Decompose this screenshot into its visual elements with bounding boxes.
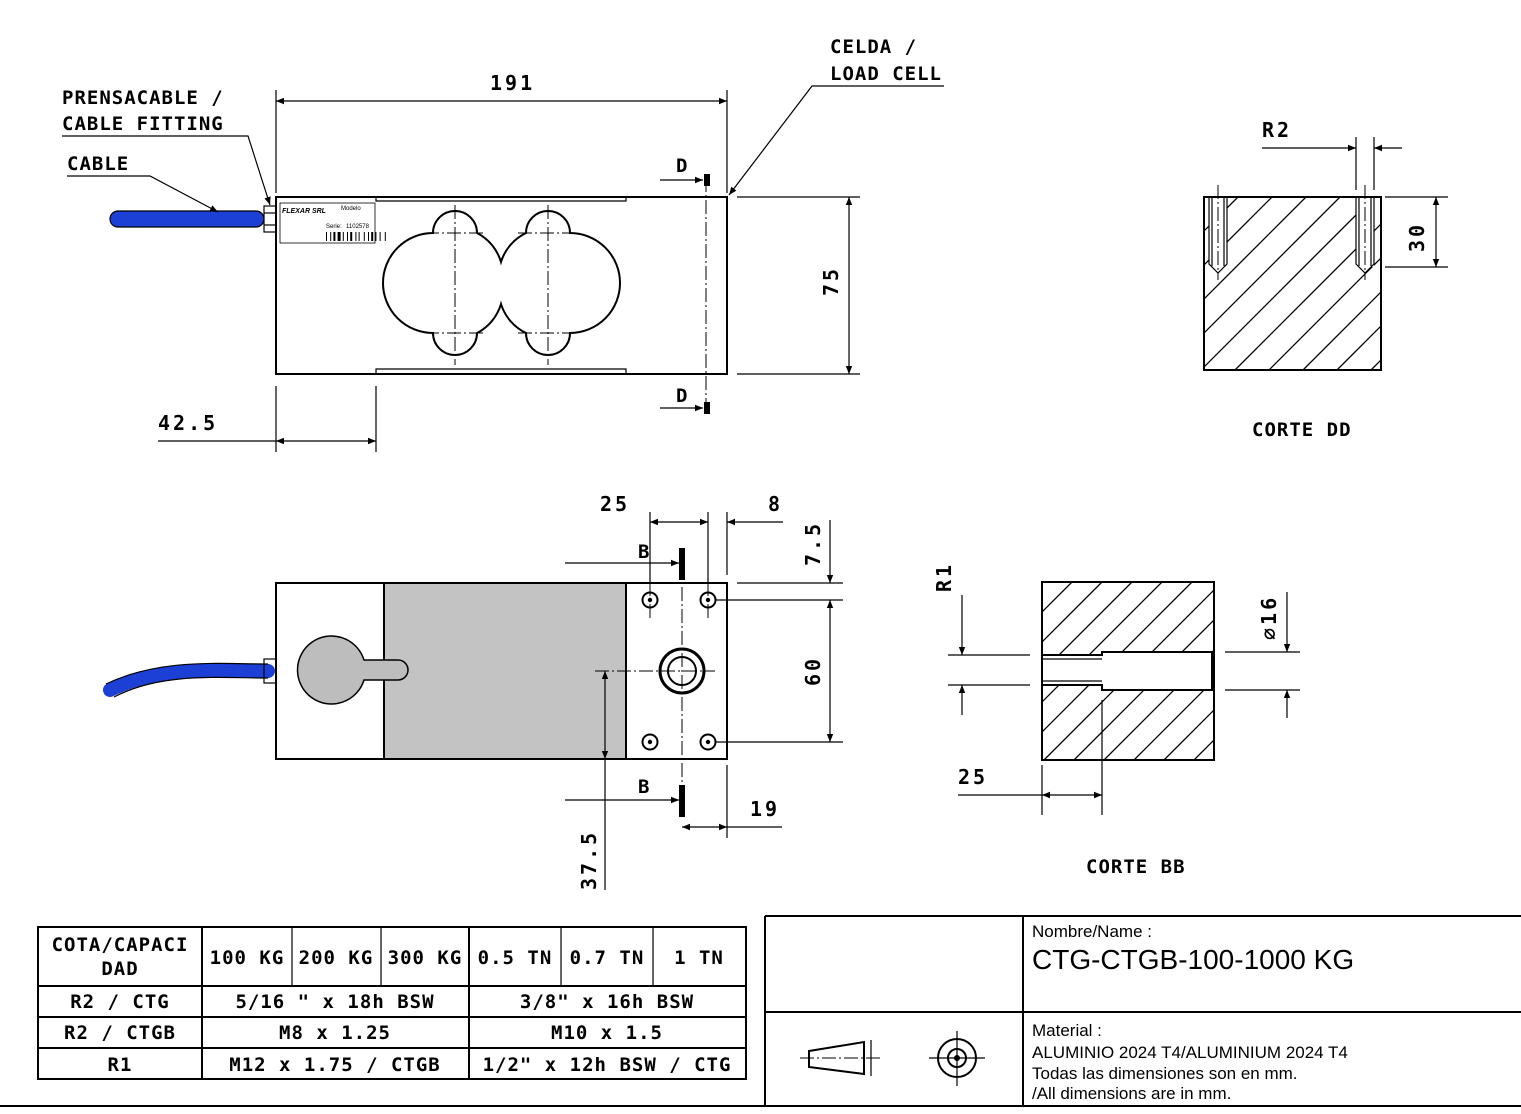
part-name: CTG-CTGB-100-1000 KG [1032,944,1354,975]
table-header-label: COTA/CAPACI [52,934,189,956]
dimensions-note-es: Todas las dimensiones son en mm. [1032,1064,1298,1083]
dim-center-37-5: 37.5 [577,830,601,890]
label-plate: FLEXAR SRL Modelo Serie: 1102578 [279,202,386,244]
bb-through-hole [1042,651,1213,691]
table-header-label: DAD [101,958,138,980]
cover-plate [383,582,627,760]
dim-r1: R1 [932,562,956,592]
dim-edge-7-5: 7.5 [801,521,825,566]
plate-serial: 1102578 [346,224,370,230]
title-block: Nombre/Name : CTG-CTGB-100-1000 KG Mater… [0,915,1521,1107]
label-cable-fitting-es: PRENSACABLE / [62,87,224,109]
label-cable-fitting-en: CABLE FITTING [62,113,224,135]
table-row-label: R2 / CTG [70,991,170,1013]
table-header-capacity: 300 KG [388,947,463,969]
section-b-top-label: B [638,541,650,563]
table-cell-small-capacity: M12 x 1.75 / CTGB [229,1054,440,1076]
label-load-cell-en: LOAD CELL [830,63,942,85]
table-cell-large-capacity: 3/8" x 16h BSW [520,991,694,1013]
cable-fitting-top-view [263,658,277,684]
table-cell-small-capacity: 5/16 " x 18h BSW [235,991,434,1013]
cable-top-view [103,663,275,697]
section-bb-block [1041,581,1215,761]
label-cable: CABLE [67,153,129,175]
section-bb-view: R1 ∅16 25 CORTE BB [932,562,1300,878]
plate-modelo: Modelo [341,206,361,212]
table-cell-large-capacity: 1/2" x 12h BSW / CTG [483,1054,732,1076]
material-value: ALUMINIO 2024 T4/ALUMINIUM 2024 T4 [1032,1043,1348,1062]
plate-brand: FLEXAR SRL [282,208,326,215]
cable-fitting [263,205,277,233]
label-load-cell-es: CELDA / [830,36,917,58]
dim-length-191: 191 [490,71,535,95]
barcode [326,232,386,241]
bottom-strain-plate [375,368,627,374]
dim-edge-8: 8 [768,492,783,516]
keyhole-slot [296,635,409,705]
corte-dd-caption: CORTE DD [1252,419,1352,441]
dim-offset-42-5: 42.5 [158,411,218,435]
plate-serie: Serie: [326,224,342,230]
table-row-label: R2 / CTGB [64,1022,176,1044]
section-d-bottom-label: D [676,385,688,407]
section-d-top-label: D [676,155,688,177]
corte-bb-caption: CORTE BB [1086,856,1186,878]
dim-r2: R2 [1262,118,1292,142]
dim-hole-spacing-25: 25 [600,492,630,516]
dim-depth-30: 30 [1405,222,1429,252]
material-label: Material : [1032,1021,1102,1040]
dim-width-60: 60 [801,656,825,686]
table-header-capacity: 1 TN [674,947,724,969]
front-view: FLEXAR SRL Modelo Serie: 1102578 D D 191… [62,36,944,452]
dim-height-75: 75 [819,266,843,296]
binocular-cutout [382,210,621,356]
top-view: B B 25 8 7.5 60 19 37.5 [103,492,843,890]
top-strain-plate [375,197,627,202]
table-header-capacity: 200 KG [299,947,374,969]
table-header-capacity: 0.5 TN [478,947,553,969]
section-dd-block [1203,196,1382,371]
dim-edge-19: 19 [750,797,780,821]
table-row-label: R1 [108,1054,133,1076]
section-dd-view: R2 30 CORTE DD [1203,118,1448,441]
load-cell-body [275,196,728,375]
projection-symbol-icon [800,1031,985,1086]
section-b-bottom-label: B [638,776,650,798]
table-header-capacity: 100 KG [210,947,285,969]
dimensions-note-en: /All dimensions are in mm. [1032,1084,1231,1103]
table-cell-small-capacity: M8 x 1.25 [279,1022,391,1044]
cable [109,210,265,228]
table-header-capacity: 0.7 TN [570,947,645,969]
dim-bb-25: 25 [958,765,988,789]
name-label: Nombre/Name : [1032,922,1152,941]
dim-diameter-16: ∅16 [1257,595,1281,640]
table-cell-large-capacity: M10 x 1.5 [551,1022,663,1044]
